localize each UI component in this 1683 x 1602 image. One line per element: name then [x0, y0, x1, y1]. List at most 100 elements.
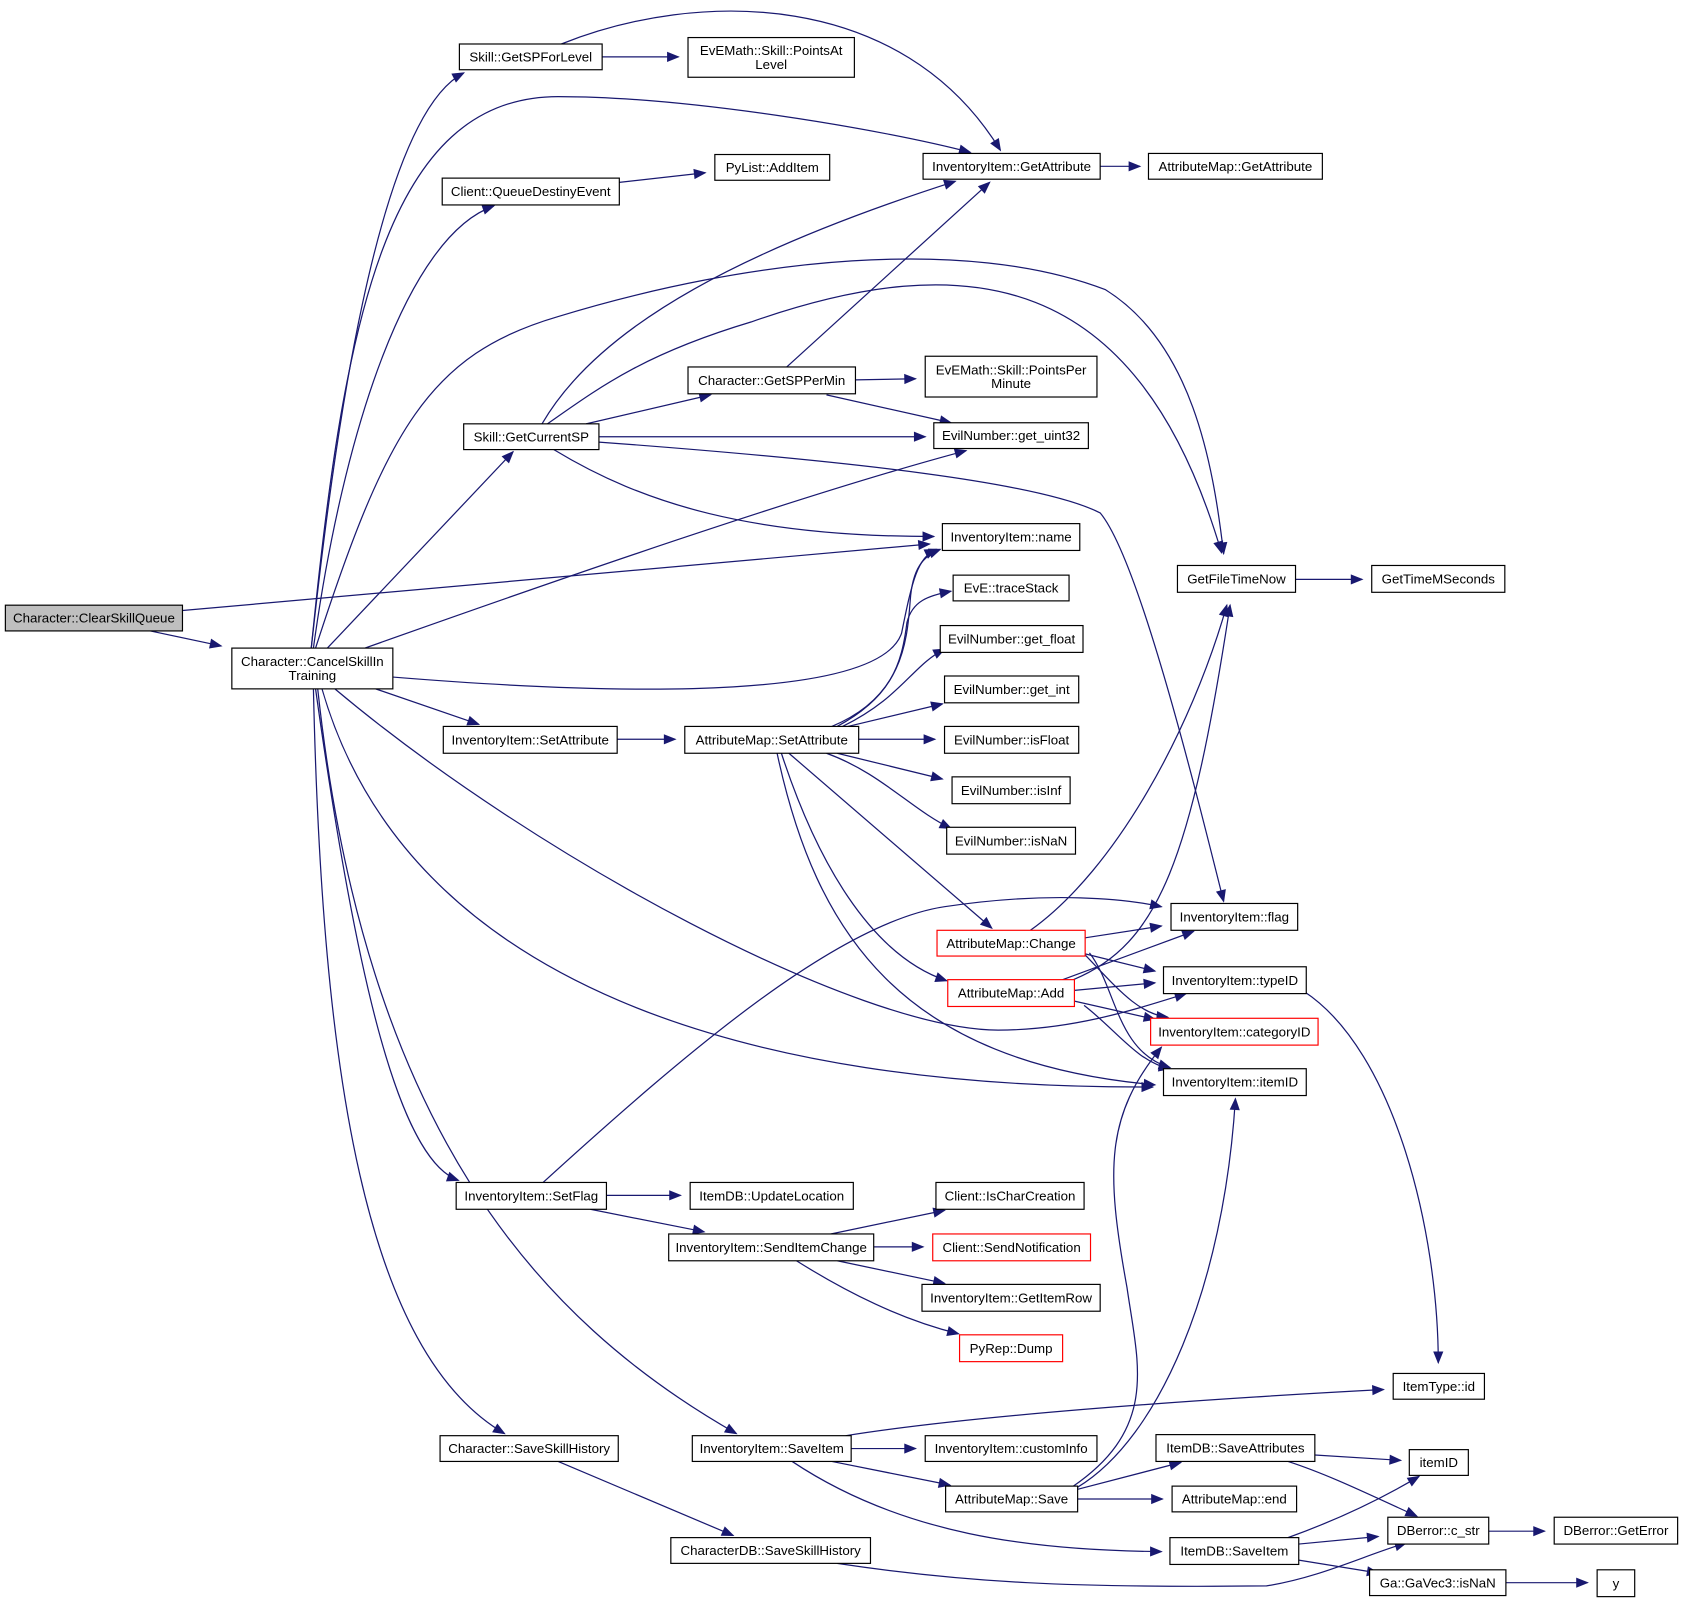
node-label: AttributeMap::end [1182, 1492, 1287, 1507]
node-cdbsaveskillhistory[interactable]: CharacterDB::SaveSkillHistory [670, 1537, 872, 1564]
arrowhead-icon [1389, 1454, 1403, 1465]
arrowhead-icon [1404, 1506, 1419, 1517]
node-isnan[interactable]: EvilNumber::isNaN [946, 826, 1077, 855]
node-invsetflag[interactable]: InventoryItem::SetFlag [455, 1181, 608, 1210]
node-label: EvEMath::Skill::PointsAt [700, 43, 843, 58]
node-amend[interactable]: AttributeMap::end [1171, 1485, 1298, 1513]
node-getsppermin[interactable]: Character::GetSPPerMin [687, 366, 857, 395]
node-saveskillhistory[interactable]: Character::SaveSkillHistory [439, 1435, 619, 1463]
node-amsetattr[interactable]: AttributeMap::SetAttribute [684, 725, 860, 754]
node-box [668, 1233, 875, 1262]
node-box [1162, 1068, 1307, 1097]
arrowhead-icon [1372, 1385, 1385, 1396]
node-box [952, 574, 1070, 602]
edge-amsetattr-to-isfloat [858, 734, 937, 745]
node-label: InventoryItem::itemID [1172, 1075, 1298, 1090]
node-tracestack[interactable]: EvE::traceStack [952, 574, 1070, 602]
node-pyrepdump[interactable]: PyRep::Dump [958, 1334, 1064, 1363]
node-getitemrow[interactable]: InventoryItem::GetItemRow [921, 1283, 1101, 1312]
node-label: EvilNumber::isInf [961, 783, 1062, 798]
node-updatelocation[interactable]: ItemDB::UpdateLocation [689, 1181, 854, 1210]
node-senditemchange[interactable]: InventoryItem::SendItemChange [668, 1233, 875, 1262]
edge-line [310, 72, 464, 649]
node-amsave[interactable]: AttributeMap::Save [945, 1485, 1079, 1513]
edge-cancelskill-to-invsaveitem [317, 688, 738, 1435]
node-getcurrentsp[interactable]: Skill::GetCurrentSP [463, 423, 600, 451]
node-invcategoryid[interactable]: InventoryItem::categoryID [1150, 1017, 1319, 1046]
node-itemtypeid[interactable]: ItemType::id [1392, 1372, 1486, 1400]
edge-getspforlevel-to-pointsatlevel [602, 51, 680, 62]
node-getfloat[interactable]: EvilNumber::get_float [939, 624, 1084, 653]
node-label: InventoryItem::customInfo [935, 1441, 1088, 1456]
node-invsaveitem[interactable]: InventoryItem::SaveItem [691, 1435, 852, 1463]
node-amadd[interactable]: AttributeMap::Add [947, 979, 1076, 1008]
node-invitemid[interactable]: InventoryItem::itemID [1162, 1068, 1307, 1097]
node-isinf[interactable]: EvilNumber::isInf [951, 776, 1071, 805]
node-invname[interactable]: InventoryItem::name [941, 523, 1081, 552]
edge-invsetflag-to-senditemchange [590, 1208, 706, 1235]
edge-line [1298, 1535, 1379, 1545]
node-dbgeterror[interactable]: DBerror::GetError [1553, 1516, 1679, 1545]
node-saveattributes[interactable]: ItemDB::SaveAttributes [1155, 1434, 1316, 1463]
edge-line [786, 181, 991, 368]
edge-cancelskill-to-queuedestiny [312, 204, 496, 649]
edge-line [312, 205, 494, 649]
edge-amsetattr-to-invname [831, 548, 942, 727]
node-ischarcreation[interactable]: Client::IsCharCreation [935, 1181, 1085, 1210]
edge-line [590, 1208, 705, 1233]
node-queuedestiny[interactable]: Client::QueueDestinyEvent [441, 177, 620, 206]
node-dbcstr[interactable]: DBerror::c_str [1387, 1516, 1490, 1545]
edge-line [182, 543, 930, 612]
edge-line [837, 1260, 945, 1284]
node-box [689, 1181, 854, 1210]
node-invflag[interactable]: InventoryItem::flag [1170, 902, 1299, 931]
edge-line [1298, 1559, 1379, 1574]
node-y[interactable]: y [1596, 1569, 1636, 1598]
node-invsetattr[interactable]: InventoryItem::SetAttribute [442, 725, 618, 754]
node-sendnotification[interactable]: Client::SendNotification [932, 1233, 1092, 1262]
node-label: AttributeMap::Change [946, 936, 1075, 951]
node-custominfo[interactable]: InventoryItem::customInfo [924, 1435, 1098, 1463]
node-box [463, 423, 600, 451]
node-gavec3isnan[interactable]: Ga::GaVec3::isNaN [1368, 1569, 1507, 1597]
node-label: ItemDB::UpdateLocation [699, 1188, 844, 1203]
node-label: ItemDB::SaveItem [1180, 1544, 1288, 1559]
node-label: Client::QueueDestinyEvent [451, 184, 611, 199]
node-box [943, 725, 1080, 754]
node-itemdbsaveitem[interactable]: ItemDB::SaveItem [1169, 1537, 1300, 1566]
arrowhead-icon [1181, 930, 1195, 941]
node-invgetattr[interactable]: InventoryItem::GetAttribute [922, 152, 1101, 180]
node-label: AttributeMap::Save [955, 1492, 1068, 1507]
arrowhead-icon [1366, 1532, 1380, 1543]
node-box [1147, 152, 1323, 180]
arrowhead-icon [1142, 963, 1157, 974]
edge-line [830, 1209, 945, 1235]
node-getuint32[interactable]: EvilNumber::get_uint32 [933, 422, 1089, 450]
node-label: EvilNumber::isFloat [954, 732, 1070, 747]
node-label: AttributeMap::Add [958, 986, 1064, 1001]
edge-cancelskill-to-getuint32 [364, 448, 968, 649]
arrowhead-icon [913, 431, 927, 442]
node-label: AttributeMap::SetAttribute [696, 732, 848, 747]
node-box [1371, 564, 1506, 593]
edge-saveattributes-to-itemid [1314, 1454, 1403, 1465]
edge-line [585, 394, 711, 425]
node-getint[interactable]: EvilNumber::get_int [943, 675, 1080, 704]
node-label: Character::SaveSkillHistory [448, 1441, 610, 1456]
node-isfloat[interactable]: EvilNumber::isFloat [943, 725, 1080, 754]
node-clearskillqueue[interactable]: Character::ClearSkillQueue [4, 604, 184, 632]
node-gettimems[interactable]: GetTimeMSeconds [1371, 564, 1506, 593]
node-itemid[interactable]: itemID [1408, 1449, 1469, 1476]
node-pylistadd[interactable]: PyList::AddItem [714, 153, 831, 181]
edge-line [1077, 1461, 1181, 1490]
node-amgetattr[interactable]: AttributeMap::GetAttribute [1147, 152, 1323, 180]
node-getfiletimenow[interactable]: GetFileTimeNow [1176, 564, 1297, 593]
node-invtypeid[interactable]: InventoryItem::typeID [1162, 966, 1307, 995]
edge-line [321, 688, 1153, 1088]
node-amchange[interactable]: AttributeMap::Change [936, 929, 1086, 957]
node-getspforlevel[interactable]: Skill::GetSPForLevel [458, 43, 603, 71]
